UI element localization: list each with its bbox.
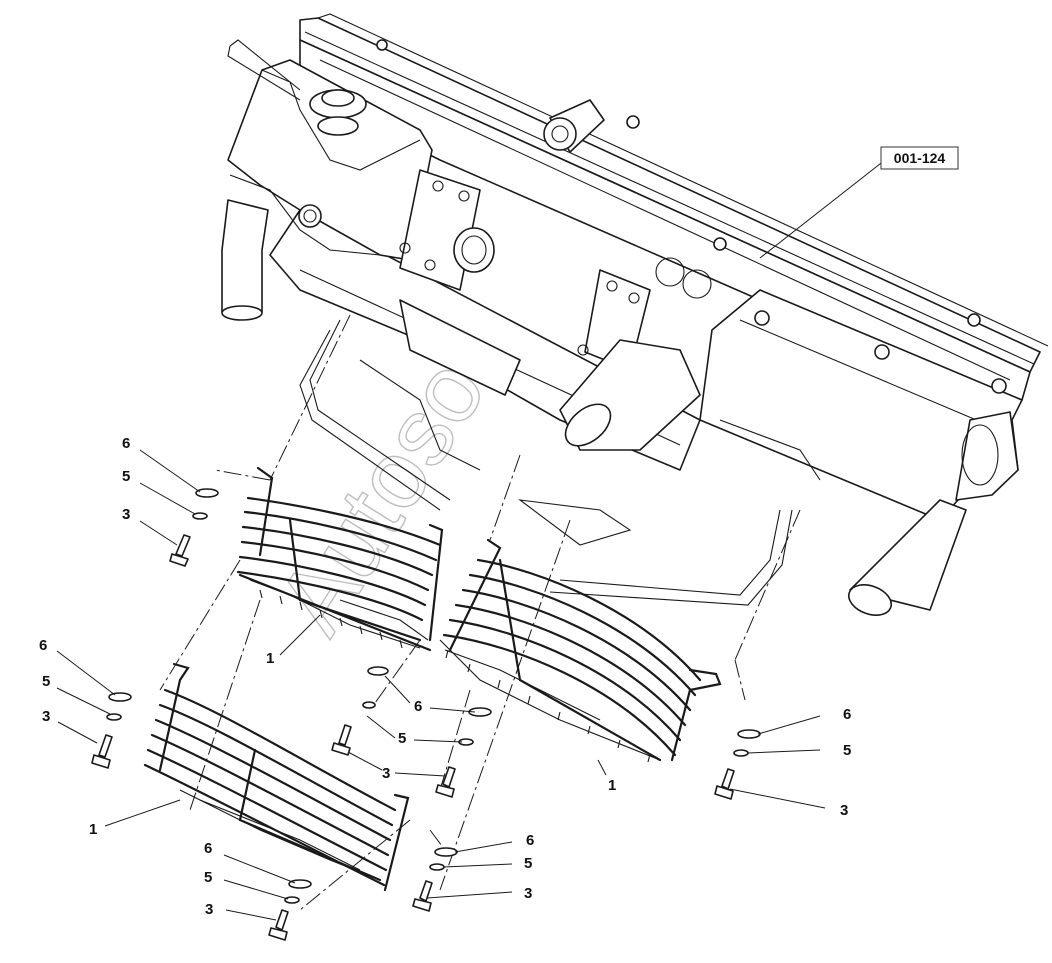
mounting-handle [227, 39, 301, 101]
fastener-set-3 [331, 666, 389, 756]
callout-5: 5 [122, 468, 130, 485]
wire-guard-lower-left [143, 662, 410, 892]
upper-hose-pipe [221, 199, 269, 313]
callout-6: 6 [122, 435, 130, 452]
callout-5: 5 [204, 869, 212, 886]
flat-washer [434, 847, 458, 857]
fastener-set-5 [714, 729, 761, 800]
callout-6: 6 [204, 840, 212, 857]
lock-washer [362, 701, 376, 709]
flat-washer [468, 707, 492, 717]
callout-6: 6 [526, 832, 534, 849]
callout-5: 5 [42, 673, 50, 690]
fastener-set-2 [91, 692, 132, 769]
leader-lines [56, 159, 886, 921]
bolt [169, 534, 191, 567]
callout-3: 3 [205, 901, 213, 918]
callout-1: 1 [608, 777, 616, 794]
bolt [268, 909, 289, 941]
flat-washer [737, 729, 761, 739]
reference-link[interactable]: 001-124 [880, 146, 959, 170]
radiator-assembly [221, 13, 1049, 616]
callout-labels: 6 5 3 1 6 5 3 1 6 5 3 1 6 5 3 6 5 3 6 5 … [39, 435, 851, 918]
lock-washer [284, 896, 300, 904]
lower-outlet-pipe [849, 499, 967, 611]
callout-3: 3 [840, 802, 848, 819]
lock-washer [429, 863, 445, 871]
lock-washer [106, 713, 122, 721]
callout-3: 3 [524, 885, 532, 902]
flat-washer [288, 879, 312, 889]
fan-blade [399, 299, 521, 396]
lock-washer [733, 749, 749, 757]
callout-1: 1 [266, 650, 274, 667]
lock-washer [192, 512, 208, 520]
reference-code[interactable]: 001-124 [894, 150, 946, 166]
bolt [331, 724, 352, 756]
radiator-top-frame [299, 17, 1041, 373]
fastener-set-6 [412, 847, 458, 912]
fastener-set-4 [435, 707, 492, 798]
bolt [91, 734, 113, 769]
callout-3: 3 [382, 765, 390, 782]
fastener-set-1 [169, 488, 219, 567]
fan-shroud-frame [309, 319, 781, 596]
callout-5: 5 [398, 730, 406, 747]
wire-guard-right [439, 538, 722, 763]
callout-3: 3 [42, 708, 50, 725]
callout-5: 5 [843, 742, 851, 759]
bolt [435, 766, 456, 798]
fastener-set-7 [268, 879, 312, 941]
alignment-lines [159, 314, 801, 911]
callout-6: 6 [39, 637, 47, 654]
bolt [714, 768, 735, 800]
callout-6: 6 [414, 698, 422, 715]
callout-3: 3 [122, 506, 130, 523]
flat-washer [195, 488, 219, 498]
wire-guard-upper-left [236, 466, 444, 652]
flat-washer [367, 666, 389, 676]
callout-1: 1 [89, 821, 97, 838]
callout-6: 6 [843, 706, 851, 723]
flat-washer [108, 692, 132, 702]
bolt [412, 880, 433, 912]
callout-5: 5 [524, 855, 532, 872]
